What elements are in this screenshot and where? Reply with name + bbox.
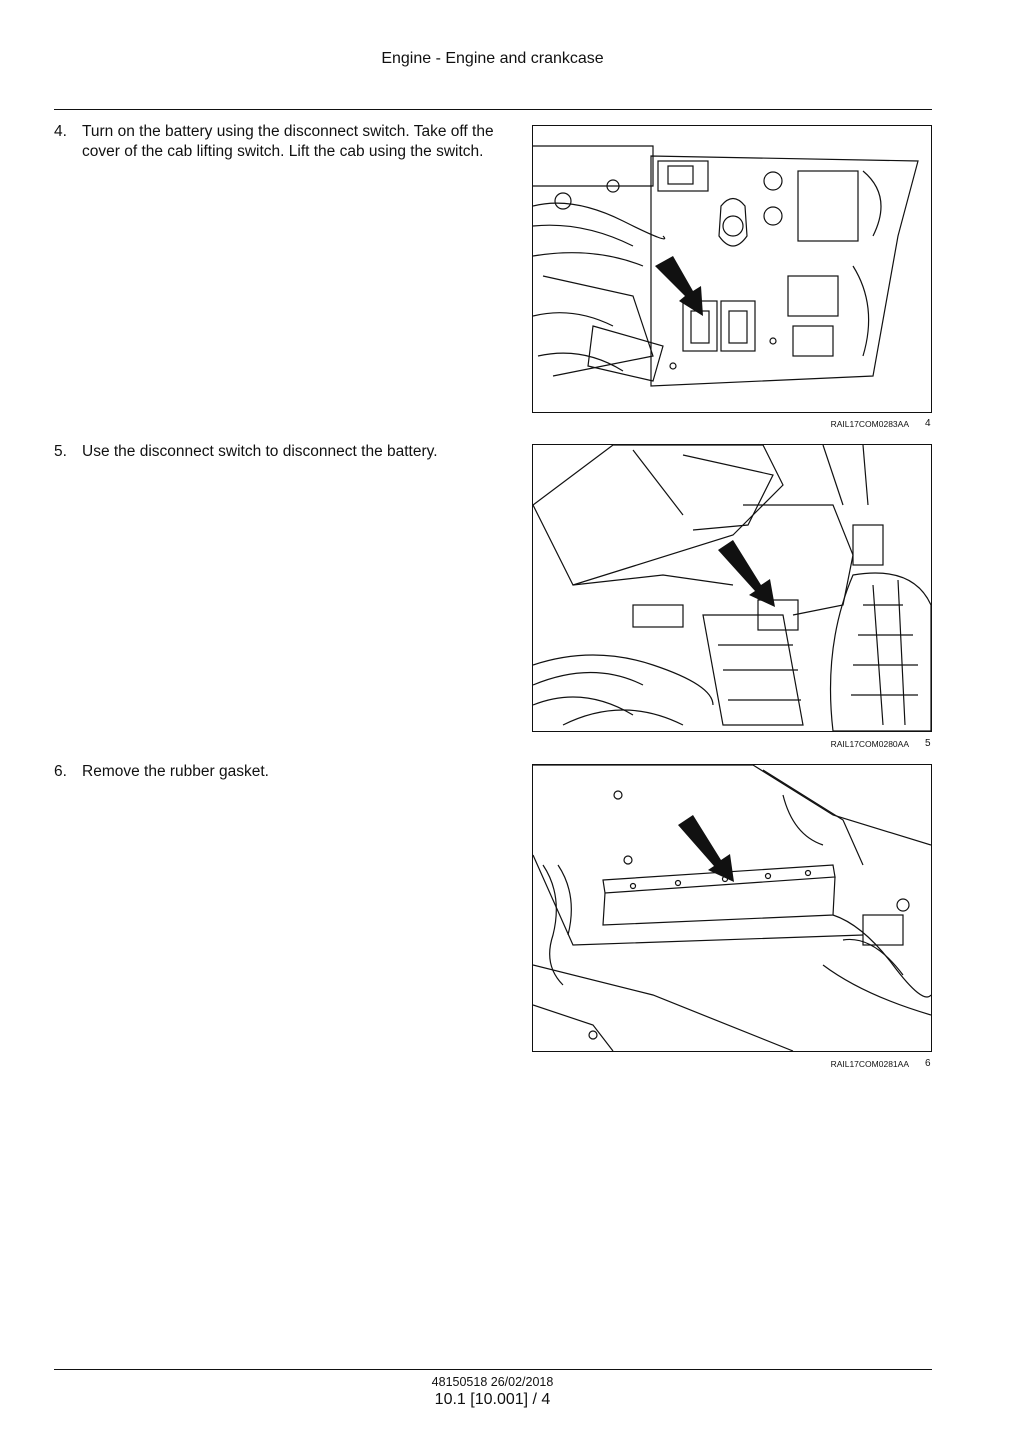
header-divider [54, 109, 932, 110]
figure-id: RAIL17COM0283AA [830, 419, 909, 429]
figure-number: 6 [925, 1058, 931, 1069]
figure-switch-panel [532, 125, 932, 413]
footer-document-number: 48150518 26/02/2018 [431, 1375, 554, 1389]
step-number: 6. [54, 763, 67, 780]
footer-divider [54, 1369, 932, 1370]
step-text: Use the disconnect switch to disconnect … [82, 443, 438, 460]
arrow-indicator [678, 815, 734, 882]
step-text: Turn on the battery using the disconnect… [82, 123, 494, 160]
switch-panel-illustration [533, 145, 919, 387]
rubber-gasket-illustration [533, 765, 931, 1051]
step-number: 5. [54, 443, 67, 460]
figure-number: 4 [925, 418, 931, 429]
tilted-cab-illustration [533, 445, 931, 731]
figure-tilted-cab [532, 444, 932, 732]
step-number: 4. [54, 123, 67, 140]
arrow-indicator [718, 540, 775, 607]
arrow-indicator [655, 256, 703, 316]
figure-rubber-gasket [532, 764, 932, 1052]
figure-number: 5 [925, 738, 931, 749]
footer-page-number: 10.1 [10.001] / 4 [434, 1391, 551, 1408]
figure-id: RAIL17COM0280AA [830, 739, 909, 749]
step-text: Remove the rubber gasket. [82, 763, 269, 780]
page-header-title: Engine - Engine and crankcase [381, 50, 604, 67]
figure-id: RAIL17COM0281AA [830, 1059, 909, 1069]
